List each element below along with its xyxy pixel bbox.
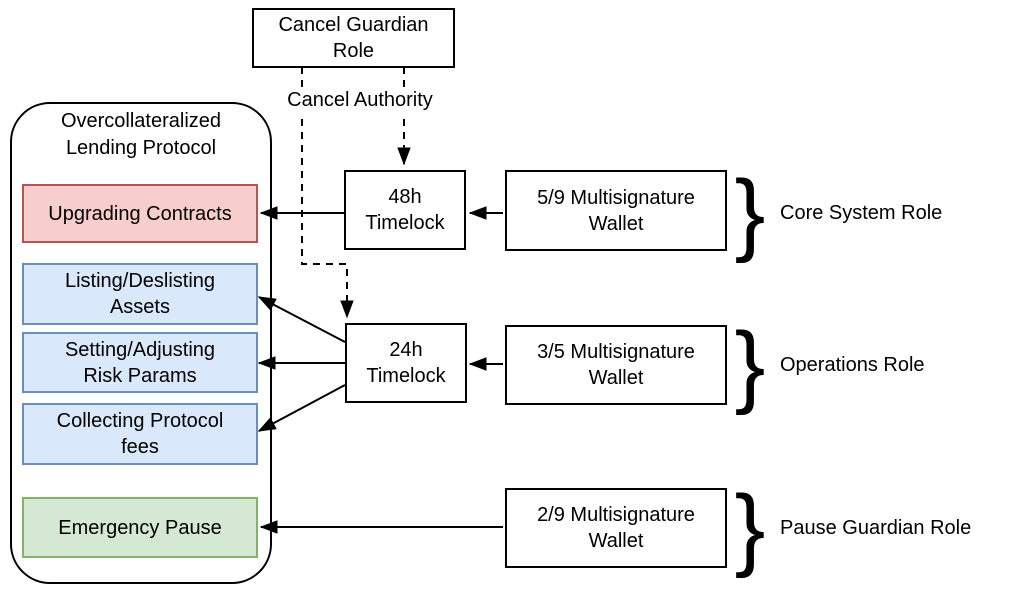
wallet-3-5-multisig-box: 3/5 Multisignature Wallet bbox=[505, 325, 727, 405]
cancel-authority-label: Cancel Authority bbox=[272, 88, 448, 113]
function-emergency-pause: Emergency Pause bbox=[22, 497, 258, 558]
function-upgrading-contracts: Upgrading Contracts bbox=[22, 184, 258, 243]
role-label-pause-guardian: Pause Guardian Role bbox=[780, 517, 972, 539]
brace-pause-guardian-role: } bbox=[734, 476, 766, 579]
brace-operations-role: } bbox=[734, 313, 766, 416]
cancel-guardian-role-box: Cancel Guardian Role bbox=[252, 8, 455, 68]
wallet-5-9-multisig-box: 5/9 Multisignature Wallet bbox=[505, 170, 727, 251]
role-label-operations: Operations Role bbox=[780, 354, 925, 376]
function-listing-deslisting-assets: Listing/Deslisting Assets bbox=[22, 263, 258, 325]
brace-core-system-role: } bbox=[734, 161, 766, 264]
function-setting-adjusting-risk-params: Setting/Adjusting Risk Params bbox=[22, 332, 258, 393]
role-label-core-system: Core System Role bbox=[780, 202, 943, 224]
timelock-48h-box: 48h Timelock bbox=[344, 170, 466, 250]
timelock-24h-box: 24h Timelock bbox=[345, 323, 467, 403]
wallet-2-9-multisig-box: 2/9 Multisignature Wallet bbox=[505, 488, 727, 568]
lending-protocol-title: Overcollateralized Lending Protocol bbox=[60, 110, 222, 159]
function-collecting-protocol-fees: Collecting Protocol fees bbox=[22, 403, 258, 465]
